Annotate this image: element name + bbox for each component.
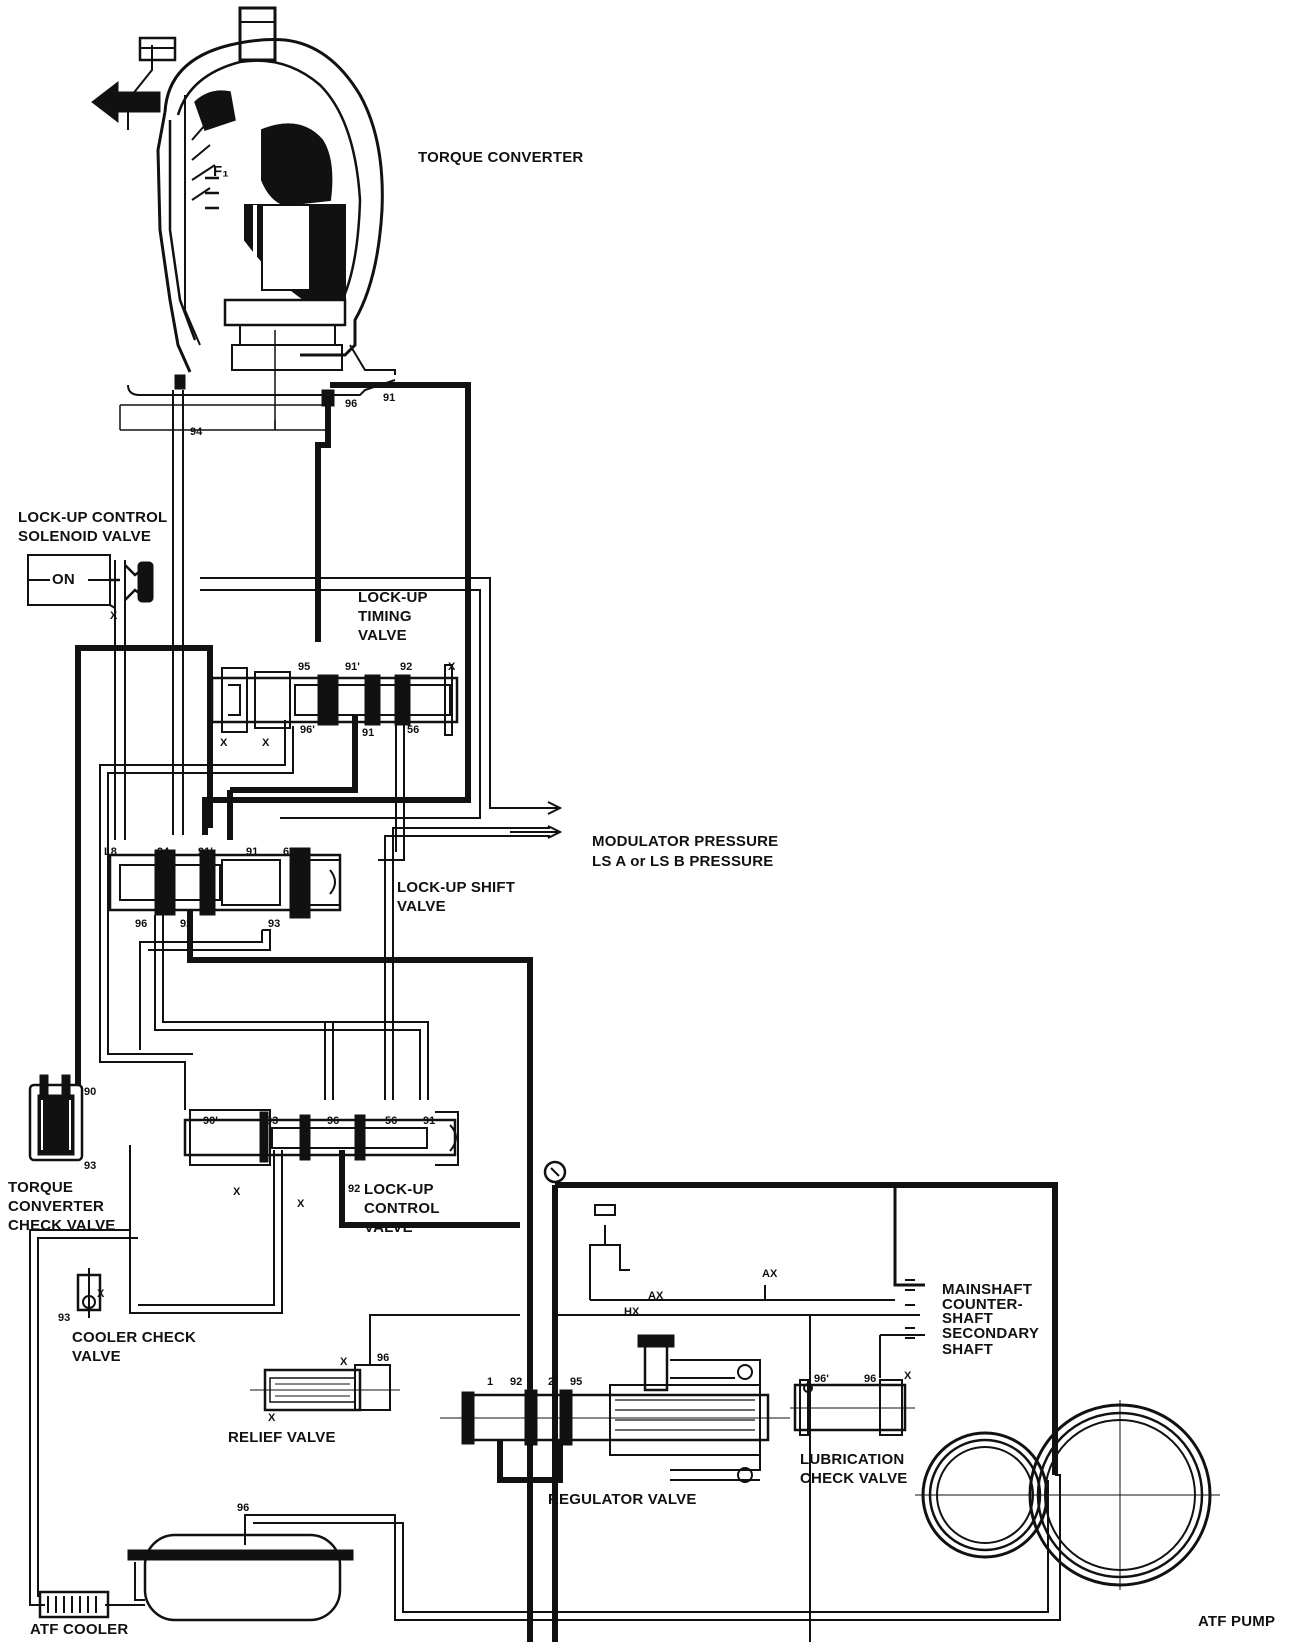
port-number: 91 [383, 392, 396, 404]
port-number: 96 [864, 1373, 877, 1385]
port-number: 91' [198, 846, 213, 858]
port-number: 95 [298, 661, 311, 673]
label-lockup-control: LOCK-UP CONTROL VALVE [364, 1181, 440, 1236]
port-number: 90' [203, 1115, 218, 1127]
port-number: 1 [487, 1376, 494, 1388]
port-number: 56 [385, 1115, 398, 1127]
port-number: X [340, 1356, 348, 1368]
label-regulator-valve: REGULATOR VALVE [548, 1491, 697, 1508]
port-number: HX [624, 1306, 640, 1318]
port-number: L8 [104, 846, 117, 858]
label-lockup-solenoid: LOCK-UP CONTROL SOLENOID VALVE [18, 509, 168, 545]
port-number: 92 [400, 661, 413, 673]
port-number: 93 [84, 1160, 97, 1172]
port-number: 96 [237, 1502, 250, 1514]
tc-check-valve [28, 1074, 84, 1162]
port-number: 93 [58, 1312, 71, 1324]
label-atf-pump: ATF PUMP [1198, 1613, 1276, 1630]
port-number: 93 [266, 1115, 279, 1127]
lockup-shift-valve [108, 847, 342, 919]
label-torque-converter: TORQUE CONVERTER [418, 149, 584, 166]
atf-pump [915, 1400, 1220, 1590]
port-number: 91 [423, 1115, 436, 1127]
label-countershaft: COUNTER- SHAFT [942, 1296, 1023, 1327]
port-number: AX [762, 1268, 778, 1280]
port-number: X [97, 1288, 105, 1300]
label-tc-check: TORQUE CONVERTER CHECK VALVE [8, 1179, 116, 1234]
port-number: 96' [300, 724, 315, 736]
port-number: 91 [362, 727, 375, 739]
label-modulator-pressure: MODULATOR PRESSURE [592, 833, 779, 850]
port-number: 92 [348, 1183, 361, 1195]
port-number: X [233, 1186, 241, 1198]
label-ls-pressure: LS A or LS B PRESSURE [592, 853, 774, 870]
port-number: AX [648, 1290, 664, 1302]
port-number: 95 [570, 1376, 583, 1388]
lubrication-check-valve [790, 1379, 915, 1436]
label-lockup-shift: LOCK-UP SHIFT VALVE [397, 879, 516, 915]
relief-valve [250, 1364, 400, 1412]
port-number: X [110, 610, 118, 622]
port-number: X [268, 1412, 276, 1424]
port-number: 2 [548, 1376, 555, 1388]
port-number: 92 [510, 1376, 523, 1388]
port-number: 94 [190, 426, 203, 438]
port-number: X [262, 737, 270, 749]
label-f1: F₁ [213, 163, 229, 180]
label-lockup-timing: LOCK-UP TIMING VALVE [358, 589, 428, 644]
label-relief-valve: RELIEF VALVE [228, 1429, 336, 1446]
port-number: 91 [246, 846, 259, 858]
port-number: X [904, 1370, 912, 1382]
port-number: X [297, 1198, 305, 1210]
port-number: 96 [345, 398, 358, 410]
port-number: 91' [345, 661, 360, 673]
port-number: 56 [407, 724, 420, 736]
port-number: 94 [157, 846, 170, 858]
port-number: 93 [268, 918, 281, 930]
label-solenoid-on: ON [52, 571, 75, 588]
port-number: 96 [327, 1115, 340, 1127]
lockup-timing-valve [210, 664, 459, 736]
port-number: X [448, 661, 456, 673]
label-mainshaft: MAINSHAFT [942, 1281, 1033, 1298]
ls-arrow [510, 825, 563, 839]
lockup-control-valve [183, 1109, 459, 1166]
lockup-solenoid-valve [27, 554, 154, 609]
label-cooler-check: COOLER CHECK VALVE [72, 1329, 197, 1365]
cooler-check-valve [76, 1268, 102, 1318]
port-number: 90 [84, 1086, 97, 1098]
port-number: 96 [377, 1352, 390, 1364]
port-number: 6 [283, 846, 290, 858]
label-lubrication-check: LUBRICATION CHECK VALVE [800, 1451, 908, 1487]
label-atf-cooler: ATF COOLER [30, 1621, 129, 1638]
port-number: 96 [135, 918, 148, 930]
port-number: X [220, 737, 228, 749]
port-number: 92 [180, 918, 193, 930]
port-number: 96' [814, 1373, 829, 1385]
regulator-valve [440, 1160, 790, 1483]
torque-converter [91, 6, 396, 431]
modulator-arrow [510, 801, 563, 815]
label-secondary-shaft: SECONDARY SHAFT [942, 1325, 1040, 1358]
atf-cooler [38, 1533, 354, 1622]
